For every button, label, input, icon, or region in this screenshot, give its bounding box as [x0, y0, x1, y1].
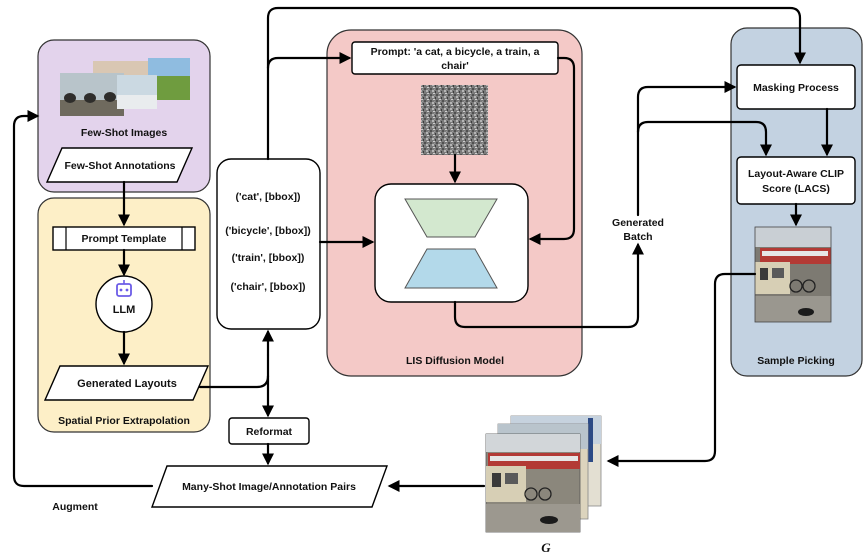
masking-process-label: Masking Process — [753, 82, 839, 94]
generated-batch-label: Batch — [623, 231, 652, 243]
reformat-label: Reformat — [246, 426, 293, 438]
few-shot-images-label: Few-Shot Images — [81, 127, 168, 139]
selected-sample-image — [755, 227, 831, 322]
decoder-trapezoid — [404, 248, 498, 289]
arrow-sample-to-dataset — [606, 272, 757, 468]
generated-layouts-label: Generated Layouts — [77, 378, 177, 390]
spatial-prior-label: Spatial Prior Extrapolation — [58, 415, 190, 427]
few-shot-image-stack — [60, 58, 190, 116]
generated-layouts-box — [43, 365, 210, 401]
arrow-augment-loop — [12, 109, 154, 488]
augment-label: Augment — [52, 501, 98, 513]
dataset-symbol-g: G — [541, 540, 551, 555]
generated-batch-label: Generated — [612, 217, 664, 229]
lis-diffusion-label: LIS Diffusion Model — [406, 355, 504, 367]
lacs-box — [736, 156, 856, 205]
few-shot-annotations-label: Few-Shot Annotations — [64, 160, 175, 172]
arrow-batch-to-lacs — [636, 120, 773, 157]
few-shot-annotations-box — [45, 147, 194, 183]
arrow-list-to-masking — [266, 6, 807, 70]
robot-icon — [116, 280, 132, 297]
layout-list-box — [216, 158, 321, 330]
encoder-trapezoid — [404, 198, 498, 238]
prompt-text-line2: chair' — [441, 60, 469, 72]
generated-dataset-stack — [485, 415, 602, 533]
layout-item: ('chair', [bbox]) — [231, 281, 306, 293]
lacs-label-line1: Layout-Aware CLIP — [748, 168, 844, 180]
lacs-label-line2: Score (LACS) — [762, 183, 830, 195]
many-shot-box — [150, 465, 389, 508]
many-shot-label: Many-Shot Image/Annotation Pairs — [182, 481, 356, 493]
layout-item: ('train', [bbox]) — [232, 252, 305, 264]
prompt-template-label: Prompt Template — [82, 233, 167, 245]
masking-process-box — [736, 64, 856, 110]
arrow-batch-to-masking — [636, 80, 737, 217]
layout-item: ('bicycle', [bbox]) — [225, 225, 311, 237]
arrow-denoiser-to-batch — [453, 242, 645, 329]
sample-picking-label: Sample Picking — [757, 355, 835, 367]
prompt-text-line1: Prompt: 'a cat, a bicycle, a train, a — [371, 46, 540, 58]
arrow-prompt-to-denoiser — [528, 56, 576, 246]
layout-item: ('cat', [bbox]) — [235, 191, 300, 203]
llm-label: LLM — [113, 304, 136, 316]
noise-image — [421, 85, 488, 155]
